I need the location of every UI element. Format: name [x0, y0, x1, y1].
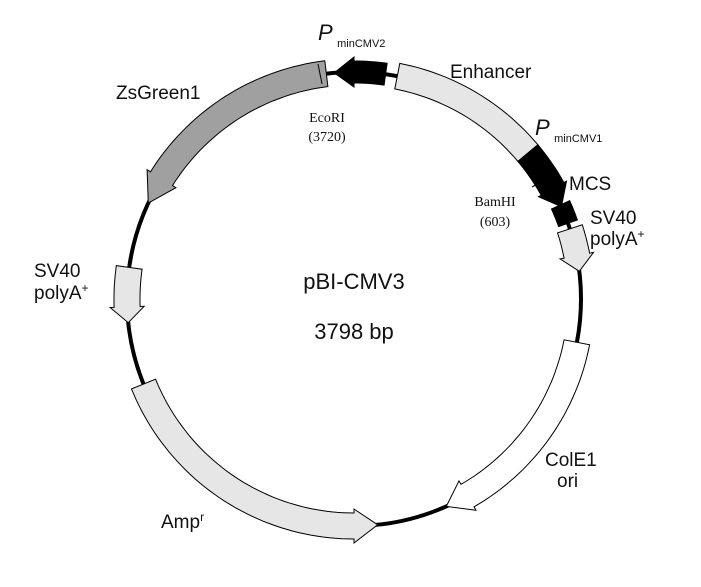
plasmid-size: 3798 bp	[314, 319, 394, 344]
bamhi-site-tick	[531, 174, 555, 188]
sv40-left-label-line2: polyA+	[34, 281, 89, 304]
ampr-label: Ampr	[161, 510, 204, 533]
feature-arrows	[108, 55, 595, 545]
bamhi-name: BamHI	[474, 195, 516, 210]
zsgreen1-label: ZsGreen1	[116, 83, 200, 104]
pmincmv2-label-sub: minCMV2	[337, 38, 385, 50]
sv40-polya-right-arrow	[556, 224, 595, 272]
pmincmv1-label: P minCMV1	[535, 115, 602, 145]
ecori-position: (3720)	[308, 130, 346, 145]
ampr-arrow	[130, 378, 379, 545]
cole1-ori-arrow	[445, 339, 591, 511]
sv40-left-label-line1: SV40	[34, 261, 80, 282]
pmincmv2-label: P minCMV2	[318, 20, 385, 50]
bamhi-position: (603)	[480, 215, 511, 230]
zsgreen1-arrow	[146, 60, 329, 204]
mcs-label: MCS	[569, 174, 611, 195]
pmincmv1-arrow	[517, 143, 568, 208]
pmincmv1-label-p: P	[535, 115, 550, 140]
ecori-name: EcoRI	[309, 111, 345, 126]
pmincmv2-arrow	[333, 55, 388, 88]
plasmid-name: pBI-CMV3	[303, 269, 404, 294]
pmincmv1-label-sub: minCMV1	[554, 133, 602, 145]
sv40-right-label-line2: polyA+	[590, 227, 645, 250]
pmincmv2-label-p: P	[318, 20, 333, 45]
sv40-left-polya-sup: +	[82, 281, 89, 295]
ampr-sup: r	[200, 510, 204, 524]
sv40-left-polya: polyA	[34, 283, 82, 304]
cole1-label-line2: ori	[557, 471, 578, 492]
ampr-text: Amp	[161, 512, 200, 533]
cole1-label-line1: ColE1	[545, 450, 597, 471]
sv40-right-polya: polyA	[590, 229, 638, 250]
ecori-site-tick	[317, 63, 323, 85]
sv40-right-polya-sup: +	[638, 227, 645, 241]
mcs-block	[550, 200, 579, 228]
sv40-right-label-line1: SV40	[590, 208, 636, 229]
enhancer-label: Enhancer	[450, 62, 532, 83]
sv40-polya-left-arrow	[108, 265, 146, 324]
